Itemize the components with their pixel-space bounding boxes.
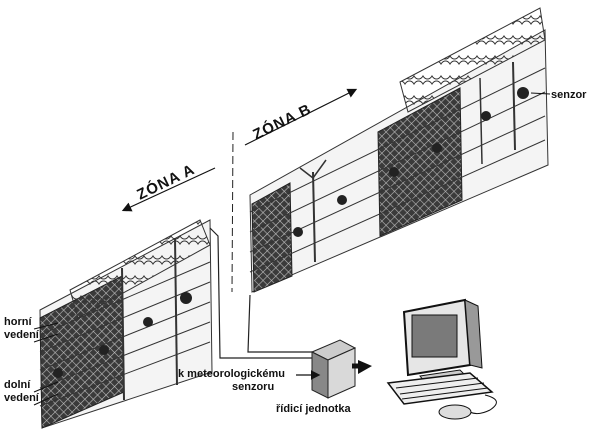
fence-sensor-icon <box>180 292 192 304</box>
zone-divider <box>231 131 234 293</box>
mouse-icon <box>438 404 472 420</box>
arrow-icon <box>358 360 372 374</box>
zone-a-label: ZÓNA A <box>134 160 198 204</box>
computer-monitor-icon <box>402 298 483 387</box>
zone-b-arrow-icon <box>244 88 358 146</box>
fence-sensor-icon <box>143 317 153 327</box>
sensor-label: senzor <box>551 89 587 101</box>
keyboard-icon <box>386 372 494 405</box>
barbed-wire-coil-icon <box>69 219 211 319</box>
upper-line-label-2: vedení <box>4 329 40 341</box>
sensor-leader-line <box>530 92 551 95</box>
fence-sensor-icon <box>517 87 529 99</box>
lower-line-label-1: dolní <box>4 379 31 391</box>
fence-zone-a <box>39 219 213 429</box>
control-unit-label: řídicí jednotka <box>276 403 351 415</box>
zone-a-arrow-icon <box>121 167 216 212</box>
upper-line-label-1: horní <box>4 316 32 328</box>
zone-b-label: ZÓNA B <box>250 100 314 144</box>
meteo-sensor-label-1: k meteorologickému <box>178 368 285 380</box>
meteo-sensor-label-2: senzoru <box>232 381 274 393</box>
control-unit-box-icon <box>310 339 357 399</box>
cable-zone-a <box>209 227 316 359</box>
barbed-wire-coil-icon <box>399 7 546 113</box>
fence-zone-b <box>249 7 551 293</box>
lower-line-label-2: vedení <box>4 392 40 404</box>
cable-zone-b <box>247 294 316 353</box>
